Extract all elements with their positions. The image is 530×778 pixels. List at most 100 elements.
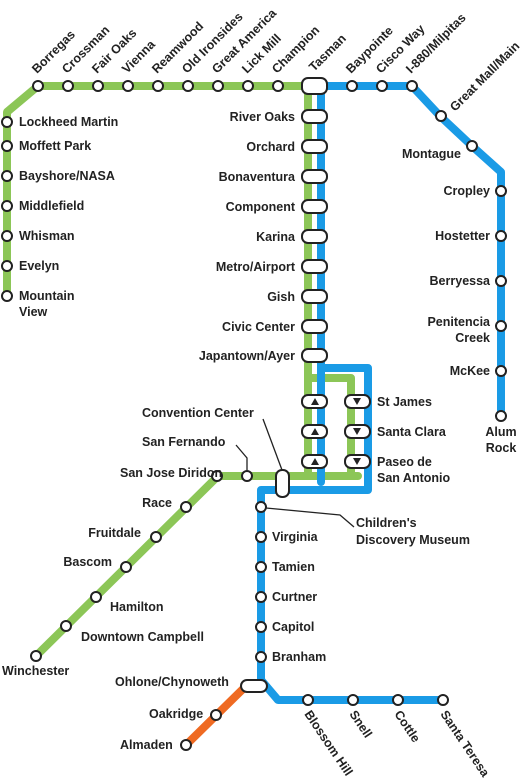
label-river-oaks: River Oaks <box>230 110 295 124</box>
station-civic-center-marker[interactable] <box>301 319 328 334</box>
station-japantown-ayer-marker[interactable] <box>301 348 328 363</box>
label-component: Component <box>226 200 296 214</box>
station-borregas-marker[interactable] <box>32 80 44 92</box>
station-race-marker[interactable] <box>180 501 192 513</box>
station-cottle-marker[interactable] <box>392 694 404 706</box>
label-metro-airport: Metro/Airport <box>216 260 296 274</box>
label-mckee: McKee <box>450 364 490 378</box>
station-hamilton-marker[interactable] <box>90 591 102 603</box>
station-bayshore-nasa-marker[interactable] <box>1 170 13 182</box>
station-hostetter-marker[interactable] <box>495 230 507 242</box>
label-ohlone-chynoweth: Ohlone/Chynoweth <box>115 675 229 689</box>
station-moffett-park-marker[interactable] <box>1 140 13 152</box>
station-old-ironsides-marker[interactable] <box>182 80 194 92</box>
station-convention-center-marker[interactable] <box>275 469 290 498</box>
station-cropley-marker[interactable] <box>495 185 507 197</box>
station-virginia-marker[interactable] <box>255 531 267 543</box>
station-berryessa-marker[interactable] <box>495 275 507 287</box>
label-alum-rock-1: Alum <box>485 425 516 439</box>
label-moffett-park: Moffett Park <box>19 139 91 153</box>
label-mountain-view-1: Mountain <box>19 289 75 303</box>
label-childrens-museum-1: Children's <box>356 516 417 530</box>
station-penitencia-creek-marker[interactable] <box>495 320 507 332</box>
station-component-marker[interactable] <box>301 199 328 214</box>
station-mckee-marker[interactable] <box>495 365 507 377</box>
label-evelyn: Evelyn <box>19 259 59 273</box>
station-evelyn-marker[interactable] <box>1 260 13 272</box>
station-alum-rock-marker[interactable] <box>495 410 507 422</box>
station-great-mall-marker[interactable] <box>435 110 447 122</box>
label-gish: Gish <box>267 290 295 304</box>
station-santa-teresa-marker[interactable] <box>437 694 449 706</box>
station-baypointe-marker[interactable] <box>346 80 358 92</box>
label-montague: Montague <box>402 147 461 161</box>
label-japantown-ayer: Japantown/Ayer <box>199 349 295 363</box>
station-i880-milpitas-marker[interactable] <box>406 80 418 92</box>
station-tasman-marker[interactable] <box>301 77 328 95</box>
station-winchester-marker[interactable] <box>30 650 42 662</box>
station-bonaventura-marker[interactable] <box>301 169 328 184</box>
station-oakridge-marker[interactable] <box>210 709 222 721</box>
station-fair-oaks-marker[interactable] <box>92 80 104 92</box>
station-branham-marker[interactable] <box>255 651 267 663</box>
station-mountain-view-marker[interactable] <box>1 290 13 302</box>
station-orchard-marker[interactable] <box>301 139 328 154</box>
arrow-down-icon <box>353 398 361 405</box>
station-san-jose-diridon-marker[interactable] <box>211 470 223 482</box>
label-tamien: Tamien <box>272 560 315 574</box>
label-middlefield: Middlefield <box>19 199 84 213</box>
station-great-america-marker[interactable] <box>212 80 224 92</box>
label-hamilton: Hamilton <box>110 600 163 614</box>
label-branham: Branham <box>272 650 326 664</box>
label-bonaventura: Bonaventura <box>219 170 296 184</box>
label-blossom-hill: Blossom Hill <box>302 708 356 778</box>
arrow-up-icon <box>311 428 319 435</box>
station-almaden-marker[interactable] <box>180 739 192 751</box>
station-fruitdale-marker[interactable] <box>150 531 162 543</box>
arrow-down-icon <box>353 428 361 435</box>
station-crossman-marker[interactable] <box>62 80 74 92</box>
station-blossom-hill-marker[interactable] <box>302 694 314 706</box>
station-curtner-marker[interactable] <box>255 591 267 603</box>
label-berryessa: Berryessa <box>430 274 492 288</box>
label-convention-center: Convention Center <box>142 406 254 420</box>
route-lines <box>3 82 505 749</box>
label-cropley: Cropley <box>443 184 490 198</box>
label-snell: Snell <box>347 708 375 741</box>
label-san-fernando: San Fernando <box>142 435 226 449</box>
station-cisco-way-marker[interactable] <box>376 80 388 92</box>
arrow-down-icon <box>353 458 361 465</box>
label-lockheed-martin: Lockheed Martin <box>19 115 118 129</box>
station-middlefield-marker[interactable] <box>1 200 13 212</box>
station-tamien-marker[interactable] <box>255 561 267 573</box>
label-leaders <box>235 418 355 528</box>
station-montague-marker[interactable] <box>466 140 478 152</box>
station-lockheed-martin-marker[interactable] <box>1 116 13 128</box>
label-capitol: Capitol <box>272 620 314 634</box>
label-penitencia-creek-2: Creek <box>455 331 490 345</box>
station-reamwood-marker[interactable] <box>152 80 164 92</box>
station-downtown-campbell-marker[interactable] <box>60 620 72 632</box>
label-alum-rock-2: Rock <box>486 441 517 455</box>
station-lick-mill-marker[interactable] <box>242 80 254 92</box>
arrow-up-icon <box>311 458 319 465</box>
station-river-oaks-marker[interactable] <box>301 109 328 124</box>
station-whisman-marker[interactable] <box>1 230 13 242</box>
label-paseo-1: Paseo de <box>377 455 432 469</box>
station-karina-marker[interactable] <box>301 229 328 244</box>
label-race: Race <box>142 496 172 510</box>
station-champion-marker[interactable] <box>272 80 284 92</box>
station-snell-marker[interactable] <box>347 694 359 706</box>
station-metro-airport-marker[interactable] <box>301 259 328 274</box>
label-virginia: Virginia <box>272 530 319 544</box>
station-capitol-marker[interactable] <box>255 621 267 633</box>
station-childrens-museum-marker[interactable] <box>255 501 267 513</box>
label-childrens-museum-2: Discovery Museum <box>356 533 470 547</box>
station-ohlone-chynoweth-marker[interactable] <box>240 679 268 693</box>
station-bascom-marker[interactable] <box>120 561 132 573</box>
label-almaden: Almaden <box>120 738 173 752</box>
label-winchester: Winchester <box>2 664 69 678</box>
station-vienna-marker[interactable] <box>122 80 134 92</box>
station-san-fernando-marker[interactable] <box>241 470 253 482</box>
station-gish-marker[interactable] <box>301 289 328 304</box>
